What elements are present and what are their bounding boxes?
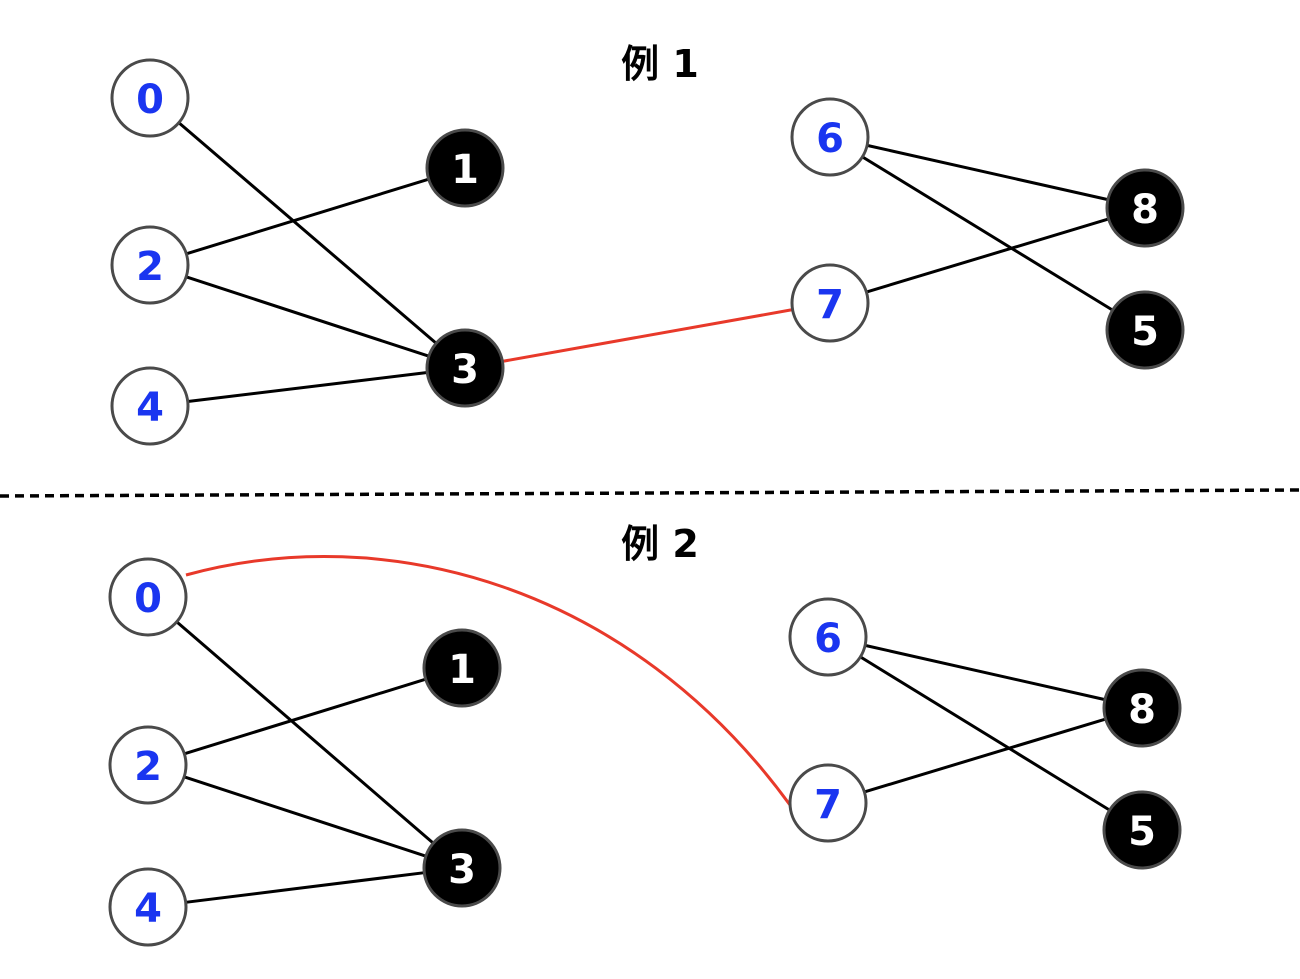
node-circle bbox=[790, 97, 870, 177]
node-3: 3 bbox=[425, 328, 505, 408]
edge-6-5 bbox=[859, 655, 1111, 812]
edge-4-3 bbox=[187, 371, 428, 403]
node-label: 8 bbox=[1131, 187, 1159, 233]
node-label: 3 bbox=[448, 847, 476, 893]
edge-4-3 bbox=[185, 871, 425, 904]
edge-7-8 bbox=[865, 217, 1110, 294]
node-label: 2 bbox=[134, 744, 162, 790]
edge-2-3 bbox=[183, 775, 427, 858]
edge-2-1 bbox=[183, 677, 427, 756]
node-1: 1 bbox=[425, 128, 505, 208]
node-2: 2 bbox=[108, 725, 188, 805]
node-7: 7 bbox=[788, 763, 868, 843]
node-label: 0 bbox=[134, 576, 162, 622]
node-circle bbox=[108, 725, 188, 805]
node-circle bbox=[1105, 168, 1185, 248]
edge-0-3 bbox=[177, 121, 438, 345]
highlight-edge-3-7 bbox=[502, 308, 793, 363]
node-label: 4 bbox=[136, 385, 164, 431]
node-3: 3 bbox=[422, 828, 502, 908]
node-circle bbox=[110, 366, 190, 446]
node-1: 1 bbox=[422, 628, 502, 708]
node-label: 1 bbox=[448, 647, 476, 693]
highlight-edge-0-7 bbox=[185, 555, 792, 806]
node-label: 1 bbox=[451, 147, 479, 193]
example-2-nodes: 0 2 4 1 3 6 7 8 5 bbox=[108, 557, 1182, 947]
node-circle bbox=[422, 628, 502, 708]
node-circle bbox=[108, 557, 188, 637]
node-8: 8 bbox=[1102, 668, 1182, 748]
edge-6-8 bbox=[864, 643, 1106, 702]
node-4: 4 bbox=[108, 867, 188, 947]
node-circle bbox=[1102, 790, 1182, 870]
example-1-nodes: 0 2 4 1 3 6 7 8 5 bbox=[110, 58, 1185, 446]
node-label: 3 bbox=[451, 347, 479, 393]
node-4: 4 bbox=[110, 366, 190, 446]
node-0: 0 bbox=[108, 557, 188, 637]
node-label: 5 bbox=[1128, 809, 1156, 855]
edge-6-5 bbox=[861, 155, 1114, 312]
node-circle bbox=[1102, 668, 1182, 748]
node-label: 0 bbox=[136, 77, 164, 123]
edge-6-8 bbox=[866, 143, 1109, 202]
node-label: 2 bbox=[136, 244, 164, 290]
example-1-edges bbox=[177, 121, 1114, 403]
node-circle bbox=[425, 128, 505, 208]
node-label: 8 bbox=[1128, 687, 1156, 733]
node-6: 6 bbox=[788, 597, 868, 677]
node-label: 4 bbox=[134, 886, 162, 932]
node-circle bbox=[425, 328, 505, 408]
node-label: 7 bbox=[814, 782, 842, 828]
example-2-title: 例 2 bbox=[621, 522, 699, 566]
node-label: 5 bbox=[1131, 309, 1159, 355]
edge-0-3 bbox=[175, 620, 435, 845]
edge-2-3 bbox=[185, 275, 430, 358]
node-label: 6 bbox=[814, 616, 842, 662]
example-2-panel: 例 2 0 2 4 1 3 6 7 8 5 bbox=[108, 522, 1182, 947]
node-circle bbox=[788, 597, 868, 677]
node-circle bbox=[110, 225, 190, 305]
node-8: 8 bbox=[1105, 168, 1185, 248]
edge-2-1 bbox=[185, 177, 430, 256]
node-circle bbox=[108, 867, 188, 947]
node-label: 6 bbox=[816, 116, 844, 162]
node-0: 0 bbox=[110, 58, 190, 138]
node-circle bbox=[110, 58, 190, 138]
node-label: 7 bbox=[816, 282, 844, 328]
node-2: 2 bbox=[110, 225, 190, 305]
edge-7-8 bbox=[863, 717, 1107, 794]
node-5: 5 bbox=[1102, 790, 1182, 870]
node-6: 6 bbox=[790, 97, 870, 177]
node-circle bbox=[1105, 290, 1185, 370]
node-7: 7 bbox=[790, 263, 870, 343]
node-circle bbox=[422, 828, 502, 908]
divider-dashed-line bbox=[0, 488, 1300, 498]
example-2-edges bbox=[175, 555, 1111, 904]
example-1-title: 例 1 bbox=[621, 42, 699, 86]
node-circle bbox=[790, 263, 870, 343]
node-circle bbox=[788, 763, 868, 843]
example-1-panel: 例 1 0 2 4 1 3 6 7 8 5 bbox=[110, 42, 1185, 446]
node-5: 5 bbox=[1105, 290, 1185, 370]
